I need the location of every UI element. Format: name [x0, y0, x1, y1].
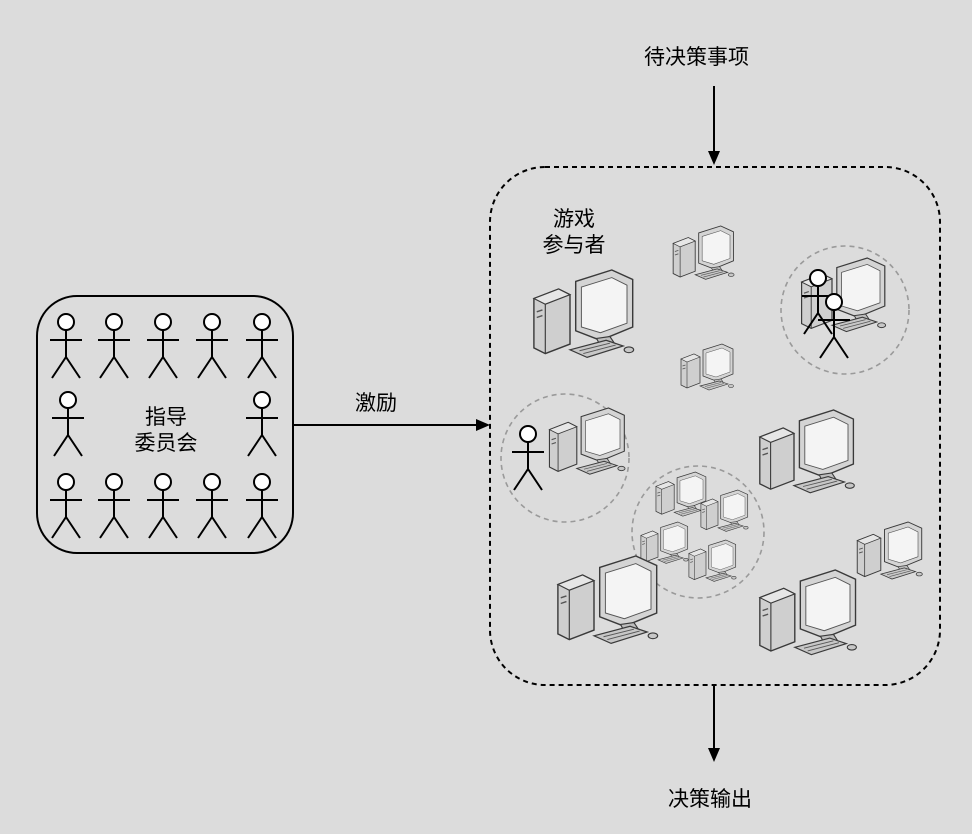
computer-icon — [700, 489, 749, 532]
participants-label-line2: 参与者 — [542, 233, 606, 257]
person-icon — [511, 425, 545, 491]
person-icon — [245, 473, 279, 539]
output-arrowhead — [708, 748, 720, 762]
person-icon — [51, 391, 85, 457]
computer-icon — [557, 555, 659, 645]
group-circle — [631, 465, 765, 599]
computer-icon — [759, 569, 858, 656]
person-icon — [195, 313, 229, 379]
computer-icon — [688, 539, 737, 582]
participants-label: 游戏 参与者 — [526, 206, 622, 258]
input-arrowhead — [708, 151, 720, 165]
person-icon — [49, 473, 83, 539]
person-icon — [97, 473, 131, 539]
committee-label: 指导 委员会 — [118, 404, 214, 456]
computer-icon — [548, 407, 626, 475]
committee-label-line1: 指导 — [145, 405, 187, 429]
person-icon — [49, 313, 83, 379]
person-icon — [245, 391, 279, 457]
computer-icon — [680, 343, 734, 391]
pending-matters-label: 待决策事项 — [644, 45, 749, 69]
person-icon — [195, 473, 229, 539]
person-icon — [146, 313, 180, 379]
computer-icon — [533, 269, 635, 359]
incentive-label: 激励 — [355, 391, 397, 415]
computer-icon — [672, 225, 735, 280]
participants-label-line1: 游戏 — [553, 207, 595, 231]
committee-label-line2: 委员会 — [134, 431, 198, 455]
person-icon — [97, 313, 131, 379]
person-icon — [146, 473, 180, 539]
incentive-arrowhead — [476, 419, 490, 431]
computer-icon — [640, 521, 689, 564]
group-circle — [780, 245, 910, 375]
person-icon — [245, 313, 279, 379]
group-circle — [500, 393, 630, 523]
decision-output-label: 决策输出 — [668, 787, 752, 811]
computer-icon — [759, 409, 855, 494]
computer-icon — [655, 471, 707, 517]
computer-icon — [856, 521, 923, 580]
